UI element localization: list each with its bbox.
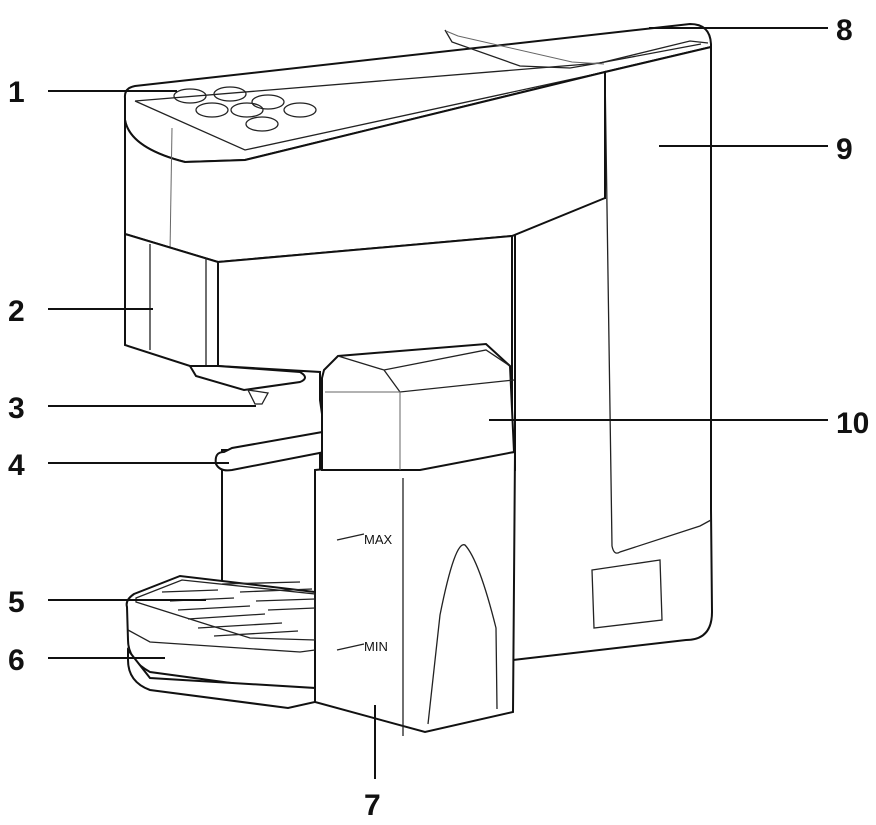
callout-9: 9 bbox=[659, 133, 853, 166]
svg-text:9: 9 bbox=[836, 133, 853, 166]
callout-6: 6 bbox=[8, 644, 165, 677]
max-mark bbox=[336, 533, 365, 541]
callout-3: 3 bbox=[8, 392, 256, 425]
drip-tray-face bbox=[127, 629, 316, 653]
drip-tray-shape bbox=[125, 574, 316, 691]
column-lower bbox=[221, 449, 321, 604]
svg-text:1: 1 bbox=[8, 76, 25, 109]
steam-wand-shape bbox=[214, 426, 346, 472]
tank-window bbox=[427, 544, 498, 725]
drip-grid-outline bbox=[135, 579, 316, 641]
tank-body bbox=[314, 450, 517, 734]
base-recess bbox=[591, 559, 663, 629]
callout-10: 10 bbox=[489, 407, 869, 440]
top-lid-outline bbox=[444, 29, 702, 69]
min-mark bbox=[336, 643, 365, 651]
coffee-outlet-shape bbox=[188, 365, 306, 392]
svg-text:4: 4 bbox=[8, 449, 25, 482]
housing-edge bbox=[169, 127, 173, 253]
button-mid-left bbox=[195, 102, 229, 118]
top-lid-slot bbox=[445, 30, 605, 65]
tank-lid-front bbox=[325, 391, 401, 470]
tray-base bbox=[127, 647, 316, 710]
button-center bbox=[230, 102, 264, 118]
callout-1: 1 bbox=[8, 76, 177, 109]
callout-4: 4 bbox=[8, 449, 229, 482]
top-panel bbox=[134, 40, 709, 151]
callout-8: 8 bbox=[649, 14, 853, 47]
max-label: MAX bbox=[364, 532, 393, 547]
svg-text:10: 10 bbox=[836, 407, 869, 440]
callout-7: 7 bbox=[364, 705, 381, 822]
tank-lid-shape bbox=[321, 342, 516, 471]
svg-text:7: 7 bbox=[364, 789, 381, 822]
body-seam bbox=[604, 71, 712, 554]
svg-text:3: 3 bbox=[8, 392, 25, 425]
svg-text:5: 5 bbox=[8, 586, 25, 619]
control-buttons bbox=[173, 86, 317, 132]
button-top-mid bbox=[213, 86, 247, 102]
svg-text:2: 2 bbox=[8, 295, 25, 328]
button-top-left bbox=[173, 88, 207, 104]
callout-5: 5 bbox=[8, 586, 206, 619]
button-right bbox=[283, 102, 317, 118]
outlet-nozzle bbox=[246, 389, 270, 405]
svg-text:8: 8 bbox=[836, 14, 853, 47]
capsule-holder-face bbox=[149, 244, 207, 366]
button-bottom bbox=[245, 116, 279, 132]
front-housing bbox=[124, 70, 606, 264]
svg-text:6: 6 bbox=[8, 644, 25, 677]
callout-2: 2 bbox=[8, 295, 153, 328]
button-mid-right bbox=[251, 94, 285, 110]
min-label: MIN bbox=[364, 639, 388, 654]
